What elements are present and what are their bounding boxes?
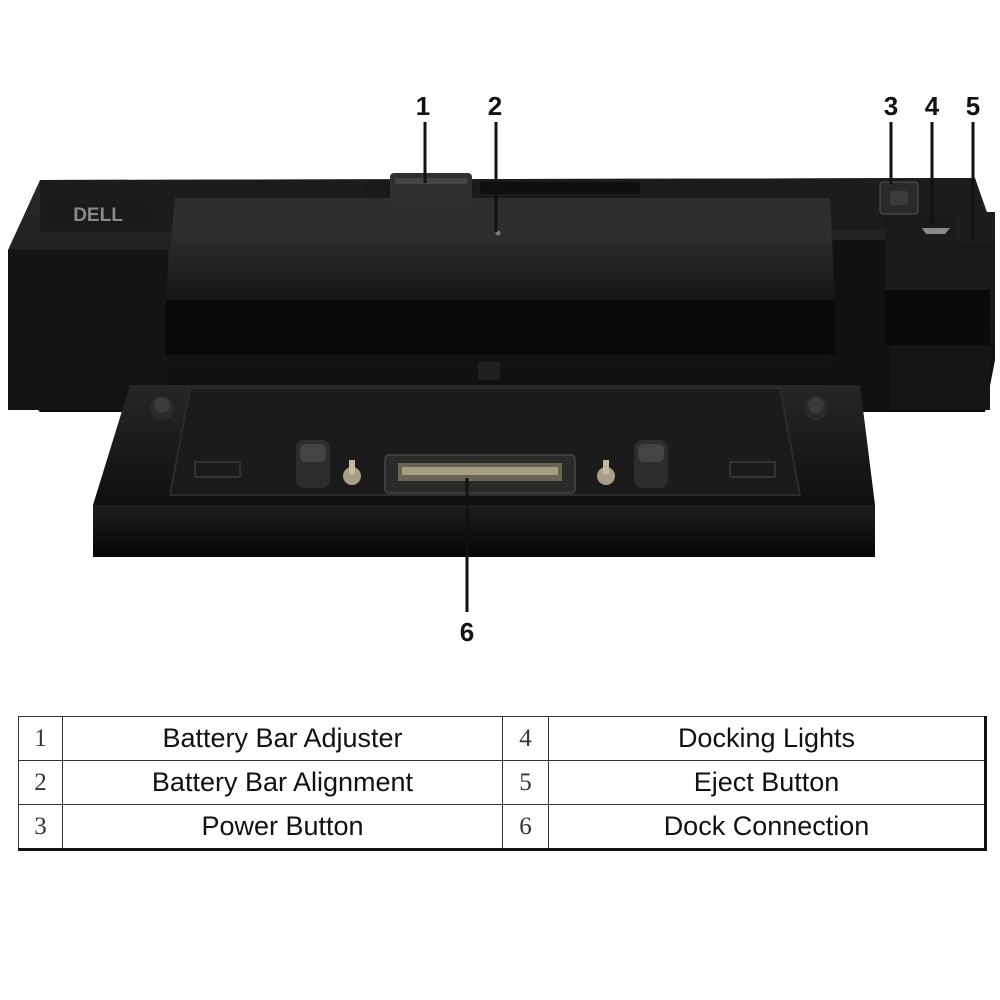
callout-number-3: 3 <box>883 91 899 121</box>
legend-number: 4 <box>502 716 549 761</box>
legend-number: 2 <box>18 760 63 805</box>
docking-lights <box>922 228 950 234</box>
legend-number: 1 <box>18 716 63 761</box>
legend-row: 2 Battery Bar Alignment 5 Eject Button <box>18 760 987 805</box>
dell-logo-text: DELL <box>73 205 123 226</box>
legend-number: 3 <box>18 804 63 851</box>
dock-tray <box>93 362 875 557</box>
legend-number: 5 <box>502 760 549 805</box>
legend-number: 6 <box>502 804 549 851</box>
legend-label: Battery Bar Adjuster <box>62 716 503 761</box>
dell-logo: DELL <box>48 203 148 226</box>
eject-button[interactable] <box>955 212 995 242</box>
battery-bar-adjuster[interactable] <box>365 173 640 203</box>
legend-label: Battery Bar Alignment <box>62 760 503 805</box>
legend-label: Dock Connection <box>548 804 987 851</box>
dock-connector <box>384 454 576 494</box>
callout-number-5: 5 <box>965 91 981 121</box>
callout-number-4: 4 <box>924 91 940 121</box>
power-button[interactable] <box>879 181 919 215</box>
battery-bar <box>165 198 835 355</box>
legend-label: Eject Button <box>548 760 987 805</box>
docking-station-image: DELL <box>8 122 995 612</box>
legend-row: 1 Battery Bar Adjuster 4 Docking Lights <box>18 716 987 761</box>
legend-label: Docking Lights <box>548 716 987 761</box>
callout-leaders <box>423 122 975 612</box>
legend-row: 3 Power Button 6 Dock Connection <box>18 804 987 851</box>
callout-number-1: 1 <box>415 91 431 121</box>
callout-number-2: 2 <box>487 91 503 121</box>
legend-label: Power Button <box>62 804 503 851</box>
legend-table: 1 Battery Bar Adjuster 4 Docking Lights … <box>18 716 987 851</box>
callout-number-6: 6 <box>459 617 475 647</box>
